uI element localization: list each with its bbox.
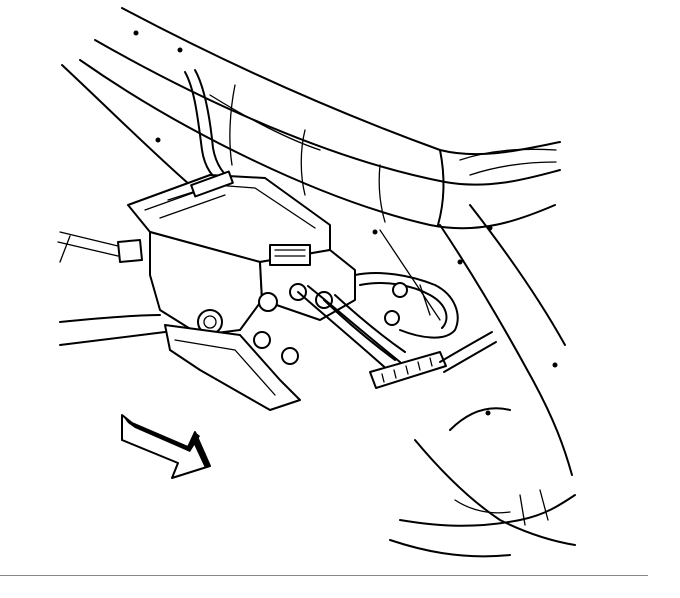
bottom-rule: [0, 575, 648, 576]
harness-connector-clip: [369, 331, 497, 389]
panel-holes: [133, 30, 558, 416]
abs-modulator: [57, 170, 356, 411]
brake-lines: [297, 272, 459, 373]
frame-rail-side: [379, 204, 576, 558]
frame-rail-upper: [61, 7, 561, 230]
forward-direction-arrow: [121, 414, 211, 479]
